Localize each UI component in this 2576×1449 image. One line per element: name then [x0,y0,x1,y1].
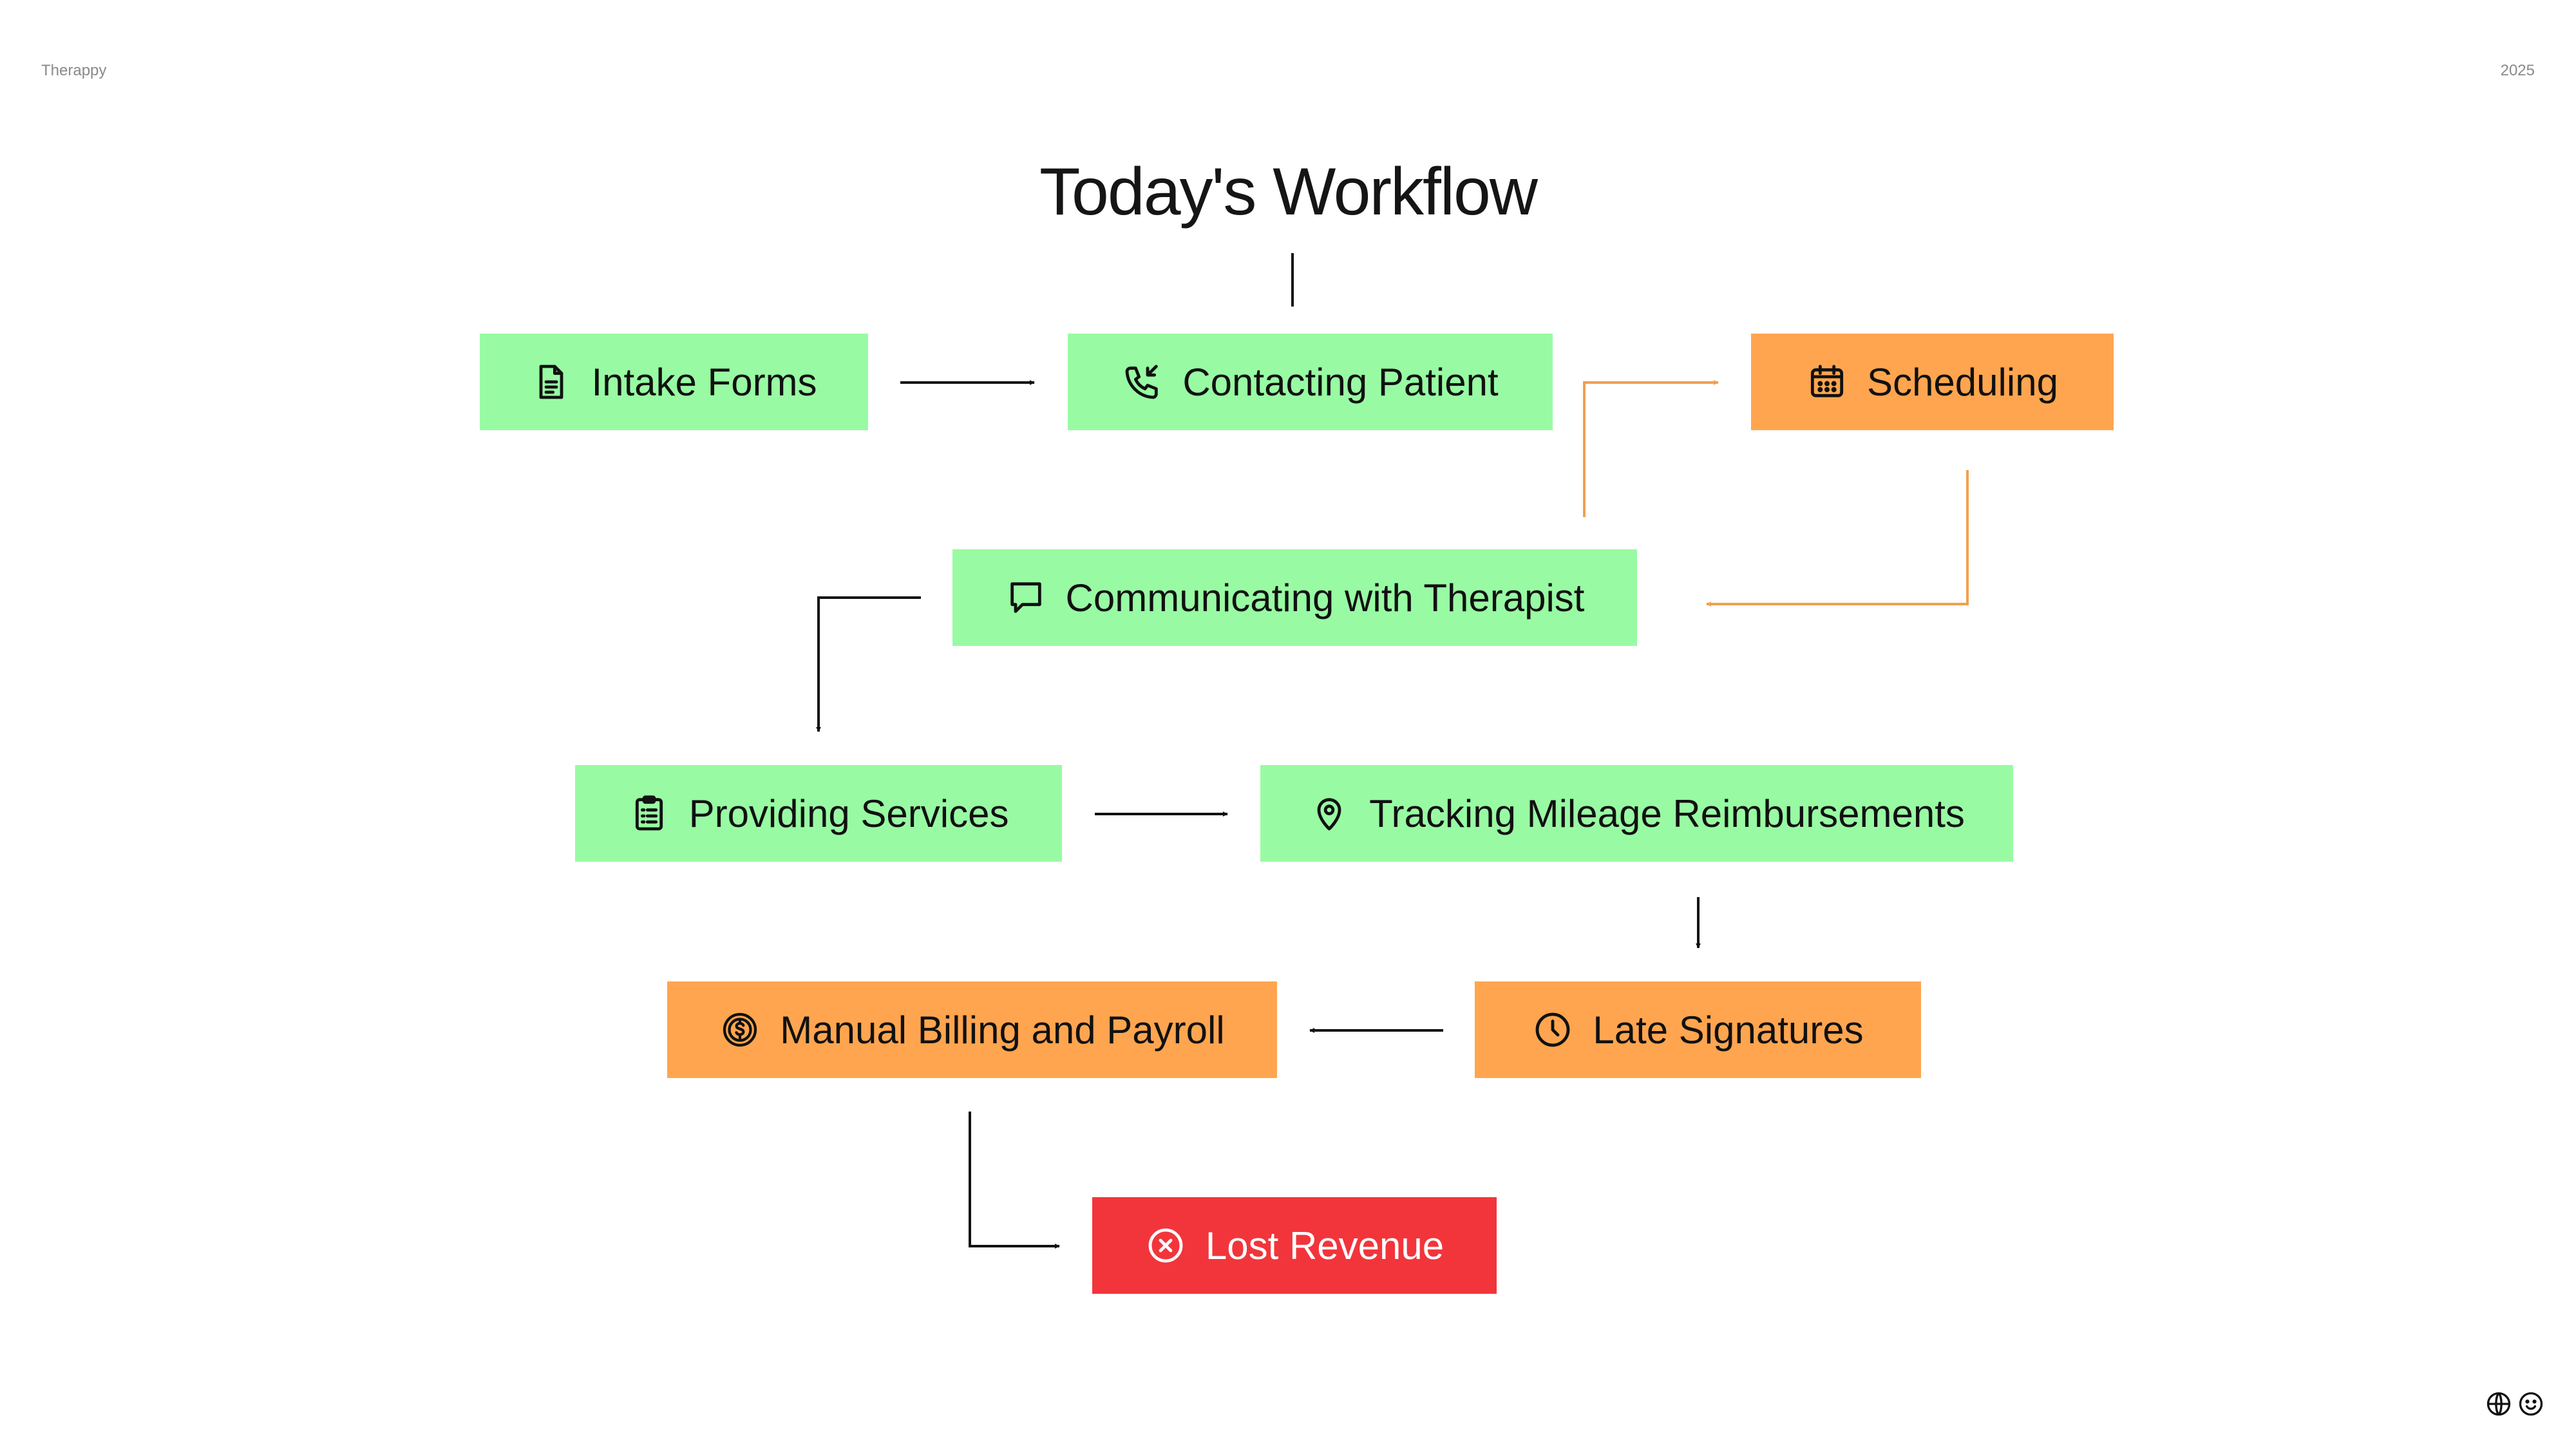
node-scheduling: Scheduling [1751,334,2114,430]
map-pin-icon [1309,793,1350,834]
globe-icon [2486,1392,2511,1416]
node-manual-billing-payroll: Manual Billing and Payroll [667,981,1277,1078]
edge-billing-lost [969,1112,1060,1249]
node-label: Scheduling [1867,360,2058,404]
dollar-coin-icon [719,1009,761,1050]
footer-icons [2485,1390,2545,1418]
node-label: Communicating with Therapist [1065,576,1585,620]
node-contacting-patient: Contacting Patient [1068,334,1553,430]
edge-communic-providing [816,596,921,732]
node-late-signatures: Late Signatures [1475,981,1921,1078]
smiley-icon [2519,1392,2543,1416]
node-intake-forms: Intake Forms [480,334,868,430]
node-label: Late Signatures [1593,1008,1864,1052]
edge-contact-schedule [1583,380,1719,517]
node-tracking-mileage: Tracking Mileage Reimbursements [1260,765,2013,862]
node-label: Intake Forms [591,360,817,404]
node-label: Lost Revenue [1205,1224,1444,1267]
x-circle-icon [1145,1225,1186,1266]
calendar-icon [1806,361,1848,402]
clock-icon [1532,1009,1573,1050]
year-label: 2025 [2500,62,2535,79]
page-title: Today's Workflow [1039,155,1538,229]
node-communicating-with-therapist: Communicating with Therapist [952,549,1637,646]
brand-label: Therappy [41,62,107,79]
clipboard-icon [629,793,670,834]
node-label: Providing Services [688,791,1009,835]
node-lost-revenue: Lost Revenue [1092,1197,1497,1294]
node-label: Tracking Mileage Reimbursements [1369,791,1965,835]
edge-schedule-communic [1706,470,1969,607]
node-providing-services: Providing Services [575,765,1062,862]
document-icon [531,361,572,402]
phone-incoming-icon [1122,361,1163,402]
node-label: Manual Billing and Payroll [780,1008,1225,1052]
chat-bubble-icon [1005,577,1046,618]
node-label: Contacting Patient [1182,360,1499,404]
